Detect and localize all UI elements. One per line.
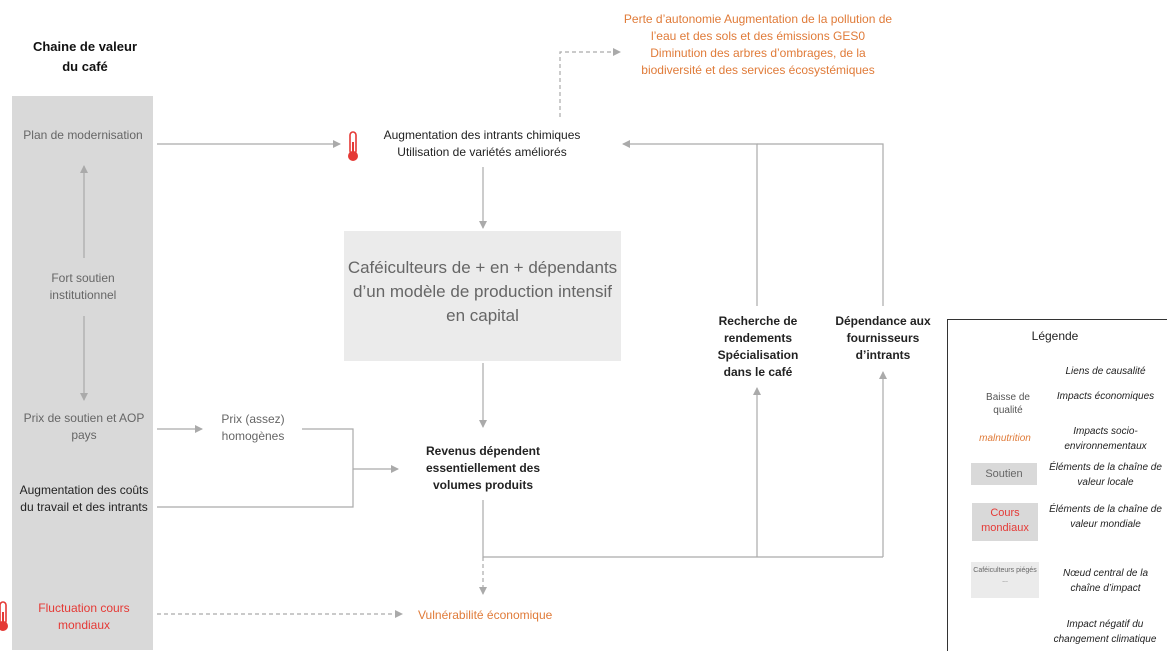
node-cafeiculteurs-dependants: Caféiculteurs de + en + dépendants d’un …	[347, 258, 618, 325]
thermometer-icon	[348, 131, 358, 161]
node-plan-modernisation: Plan de modernisation	[23, 128, 143, 142]
line-dependance-to-intrants	[757, 143, 884, 306]
central-node-box	[344, 231, 621, 361]
legend-desc-mondiale: Éléments de la chaîne de valeur mondiale	[1049, 504, 1162, 530]
node-recherche-rendements: Recherche de rendements Spécialisation d…	[717, 314, 799, 379]
value-chain-column	[12, 96, 153, 650]
legend-title: Légende	[1031, 329, 1079, 343]
legend-desc-central: Nœud central de la chaîne d’impact	[1062, 568, 1149, 594]
legend-desc-causalite: Liens de causalité	[1065, 366, 1146, 377]
arrow-intrants-to-perte	[559, 48, 621, 117]
node-intrants-chimiques: Augmentation des intrants chimiques Util…	[383, 128, 581, 159]
diagram-title: Chaine de valeur du café	[32, 39, 138, 74]
node-vulnerabilite-economique: Vulnérabilité économique	[418, 608, 553, 622]
node-prix-soutien: Prix de soutien et AOP pays	[23, 411, 145, 442]
legend-sample-soutien: Soutien	[971, 463, 1037, 485]
node-revenus-volumes: Revenus dépendent essentiellement des vo…	[425, 444, 541, 492]
legend-desc-climat: Impact négatif du changement climatique	[1053, 619, 1157, 645]
legend-sample-economique: Baisse de qualité	[986, 392, 1030, 416]
legend-desc-locale: Éléments de la chaîne de valeur locale	[1049, 462, 1162, 488]
arrow-homogenes-to-revenus	[302, 428, 399, 473]
legend-sample-socio: malnutrition	[979, 433, 1031, 444]
node-dependance-fournisseurs: Dépendance aux fournisseurs d’intrants	[835, 314, 931, 362]
thermometer-icon	[0, 601, 8, 631]
node-prix-homogenes: Prix (assez) homogènes	[221, 412, 285, 443]
node-augmentation-couts: Augmentation des coûts du travail et des…	[19, 483, 149, 514]
arrow-recherche-to-intrants	[622, 140, 758, 306]
node-perte-autonomie: Perte d’autonomie Augmentation de la pol…	[623, 12, 893, 77]
legend-sample-cours: Cours mondiaux	[972, 503, 1038, 541]
legend-desc-economiques: Impacts économiques	[1056, 391, 1155, 402]
arrow-couts-to-revenus	[157, 469, 354, 508]
node-fort-soutien: Fort soutien institutionnel	[49, 271, 117, 302]
node-fluctuation-cours: Fluctuation cours mondiaux	[38, 601, 130, 632]
line-revenus-bottom	[482, 500, 883, 558]
legend-desc-socio: Impacts socio-environnementaux	[1064, 426, 1147, 452]
legend-sample-central: Caféiculteurs piégés ...	[971, 562, 1039, 598]
